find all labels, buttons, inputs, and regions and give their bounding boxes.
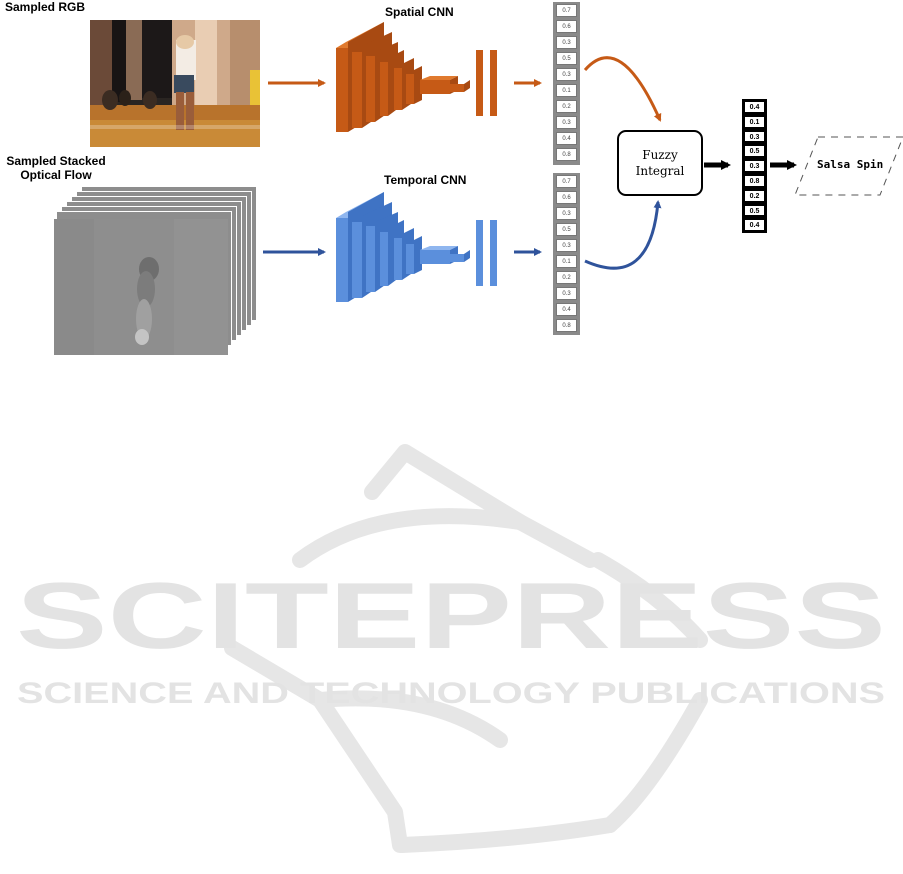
fuzzy-integral-line1: Fuzzy	[642, 147, 677, 163]
temporal-score-cell: 0.3	[556, 207, 577, 220]
fuzzy-integral-box: Fuzzy Integral	[617, 130, 703, 196]
temporal-score-cell: 0.4	[556, 303, 577, 316]
temporal-score-cell: 0.5	[556, 223, 577, 236]
fused-score-cell: 0.5	[744, 145, 765, 157]
fused-score-cell: 0.4	[744, 219, 765, 231]
temporal-score-cell: 0.6	[556, 191, 577, 204]
temporal-score-cell: 0.3	[556, 287, 577, 300]
spatial-cnn-layers	[336, 22, 497, 132]
spatial-score-cell: 0.2	[556, 100, 577, 113]
temporal-score-cell: 0.8	[556, 319, 577, 332]
temporal-score-cell: 0.3	[556, 239, 577, 252]
spatial-score-cell: 0.5	[556, 52, 577, 65]
predicted-class-label: Salsa Spin	[817, 158, 883, 171]
spatial-score-cell: 0.4	[556, 132, 577, 145]
spatial-score-cell: 0.1	[556, 84, 577, 97]
fused-score-cell: 0.4	[744, 101, 765, 113]
temporal-score-cell: 0.7	[556, 175, 577, 188]
spatial-score-cell: 0.3	[556, 36, 577, 49]
spatial-score-cell: 0.7	[556, 4, 577, 17]
temporal-score-cell: 0.2	[556, 271, 577, 284]
spatial-score-cell: 0.3	[556, 116, 577, 129]
spatial-score-cell: 0.3	[556, 68, 577, 81]
temporal-cnn-layers	[336, 192, 497, 302]
fuzzy-integral-line2: Integral	[636, 163, 685, 179]
spatial-score-cell: 0.6	[556, 20, 577, 33]
fused-score-cell: 0.2	[744, 190, 765, 202]
fused-score-cell: 0.1	[744, 116, 765, 128]
fused-score-cell: 0.3	[744, 131, 765, 143]
spatial-score-cell: 0.8	[556, 148, 577, 161]
fused-score-cell: 0.8	[744, 175, 765, 187]
fused-score-cell: 0.5	[744, 205, 765, 217]
fused-score-cell: 0.3	[744, 160, 765, 172]
spatial-to-fuzzy-arrow	[585, 58, 660, 120]
temporal-to-fuzzy-arrow	[585, 202, 658, 268]
temporal-score-cell: 0.1	[556, 255, 577, 268]
